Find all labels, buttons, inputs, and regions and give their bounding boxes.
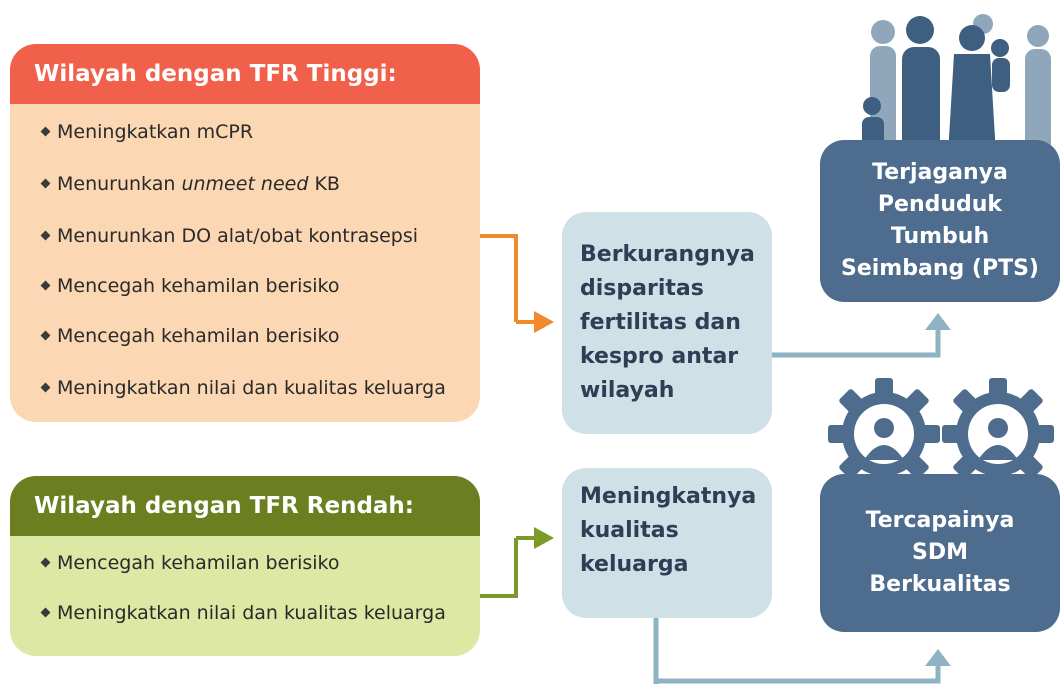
list-item: Meningkatkan mCPR (40, 121, 253, 143)
family-silhouette-icon (862, 14, 1051, 155)
high-tfr-panel: Wilayah dengan TFR Tinggi: Meningkatkan … (10, 44, 480, 422)
sdm-outcome-box: Tercapainya SDM Berkualitas (820, 474, 1060, 632)
high-tfr-arrowhead (534, 311, 554, 333)
high-tfr-header: Wilayah dengan TFR Tinggi: (10, 44, 480, 104)
low-tfr-connector (480, 538, 518, 598)
list-item: Meningkatkan nilai dan kualitas keluarga (40, 602, 446, 624)
low-tfr-panel: Wilayah dengan TFR Rendah: Mencegah keha… (10, 476, 480, 656)
list-item: Mencegah kehamilan berisiko (40, 325, 340, 347)
low-tfr-header: Wilayah dengan TFR Rendah: (10, 476, 480, 536)
list-item: Menurunkan DO alat/obat kontrasepsi (40, 225, 418, 247)
list-item: Mencegah kehamilan berisiko (40, 552, 340, 574)
gear-person-icon (828, 378, 1054, 490)
list-item: Meningkatkan nilai dan kualitas keluarga (40, 377, 446, 399)
low-tfr-arrowhead (534, 527, 554, 549)
disparity-connector (772, 326, 941, 358)
family-quality-box: Meningkatnya kualitas keluarga (562, 468, 772, 618)
high-tfr-title: Wilayah dengan TFR Tinggi: (34, 61, 397, 87)
family-connector (653, 618, 941, 684)
high-tfr-connector (480, 234, 518, 322)
pts-arrowhead (925, 313, 951, 330)
low-tfr-title: Wilayah dengan TFR Rendah: (34, 493, 415, 519)
list-item: Mencegah kehamilan berisiko (40, 275, 340, 297)
pts-outcome-box: Terjaganya Penduduk Tumbuh Seimbang (PTS… (820, 140, 1060, 302)
disparity-box: Berkurangnya disparitas fertilitas dan k… (562, 212, 772, 434)
sdm-arrowhead (925, 649, 951, 666)
list-item: Menurunkan unmeet need KB (40, 173, 340, 195)
